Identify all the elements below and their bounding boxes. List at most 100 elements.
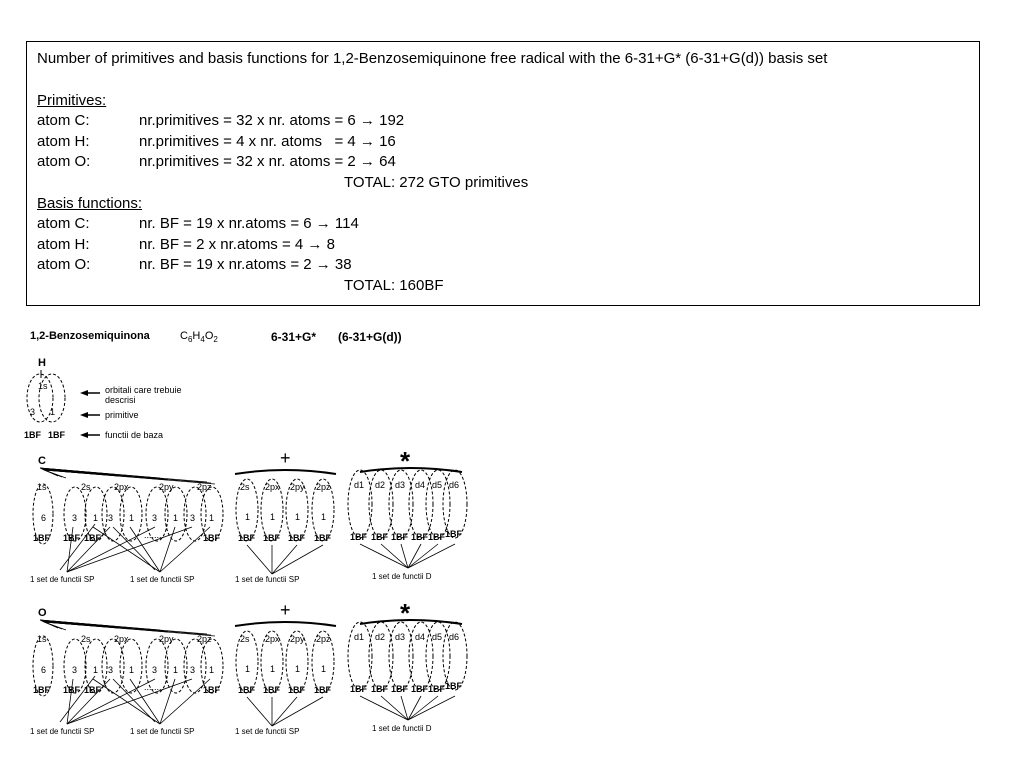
o-1s-ellipse [32,635,54,697]
connector-line [159,678,211,725]
basis-set-label-alt: (6-31+G(d)) [338,330,402,344]
o-core-prim: 1 [209,665,214,675]
h-bf-2: 1BF [48,430,66,440]
o-plus-brace [234,621,337,627]
connector-line [112,526,156,571]
connector-line [271,696,298,727]
c-sp-ellipse-b [164,486,188,542]
o-orbital-2py: 2py [159,634,174,644]
o-sp-ellipse-a [145,638,169,694]
o-core-prim: 3 [190,665,195,675]
o-d-ellipse [347,621,373,691]
o-sp-ellipse-b [84,638,108,694]
o-diffuse-prim: 1 [321,664,326,674]
legend: orbitali care trebuie descrisi primitive… [80,385,182,440]
o-set-sp-1: 1 set de functii SP [30,727,94,736]
connector-line [246,544,273,575]
primitives-heading: Primitives: [37,92,107,109]
o-d-bf: 1BF [350,684,368,694]
o-fan-line [39,619,208,635]
prim-expr-c: nr.primitives = 32 x nr. atoms = 6 → 192 [139,112,405,129]
c-set-d: 1 set de functii D [372,572,432,581]
basis-set-diagram: 1,2-Benzosemiquinona C6H4O2 6-31+G* (6-3… [0,318,1024,768]
connector-line [380,543,409,569]
o-diffuse-ellipse [311,630,335,694]
h-bf-1: 1BF [24,430,42,440]
c-diffuse-bf: 1BF [263,533,281,543]
h-orbital-left-ellipse [26,373,54,423]
c-d-bf: 1BF [411,532,429,542]
c-core-bf: 1BF [203,533,221,543]
o-diffuse-prim: 1 [270,664,275,674]
c-d-orbital-d6: d6 [449,480,459,490]
c-core-prim: 1 [173,513,178,523]
o-star-symbol: * [400,598,411,628]
connector-line [66,526,193,573]
o-atom-block: O1s2s2px2py2pz6313131311BF1BF1BF1BF.....… [30,598,468,736]
basis-set-label: 6-31+G* [271,330,316,344]
c-diffuse-prim: 1 [270,512,275,522]
c-sp-ellipse-a [145,486,169,542]
c-diffuse-bf: 1BF [238,533,256,543]
c-diffuse-orbital-2pz: 2pz [316,482,331,492]
o-orbital-2pz: 2pz [197,634,212,644]
c-d-bf: 1BF [445,529,463,539]
h-orbital-1s: 1s [38,381,48,391]
bf-expr-h: nr. BF = 2 x nr.atoms = 4 → 8 [139,236,335,253]
c-diffuse-bf: 1BF [314,533,332,543]
o-diffuse-set-sp: 1 set de functii SP [235,727,299,736]
o-core-prim: 1 [129,665,134,675]
c-d-bf: 1BF [371,532,389,542]
c-core-prim: 1 [93,513,98,523]
c-d-orbital-d3: d3 [395,480,405,490]
c-orbital-1s: 1s [37,482,47,492]
c-d-ellipse [347,469,373,539]
connector-line [129,526,161,573]
o-d-ellipse [442,621,468,691]
c-sp-ellipse-b [200,486,224,542]
bf-expr-c: nr. BF = 19 x nr.atoms = 6 → 114 [139,215,359,232]
o-d-orbital-d3: d3 [395,632,405,642]
c-d-orbital-d1: d1 [354,480,364,490]
o-d-bf: 1BF [391,684,409,694]
bf-atom-o: atom O: [37,256,91,273]
o-d-orbital-d2: d2 [375,632,385,642]
o-dots: ........ [144,682,164,692]
c-core-bf: 1BF [33,533,51,543]
o-set-d: 1 set de functii D [372,724,432,733]
c-orbital-2py: 2py [159,482,174,492]
c-core-prim: 3 [152,513,157,523]
c-plus-symbol: + [280,448,291,468]
molecule-formula: C6H4O2 [180,330,218,344]
connector-line [271,544,298,575]
o-fan-line [43,621,216,637]
o-diffuse-bf: 1BF [263,685,281,695]
c-fan-line [39,467,208,483]
c-diffuse-orbital-2s: 2s [240,482,250,492]
prim-expr-h: nr.primitives = 4 x nr. atoms = 4 → 16 [139,133,396,150]
o-core-prim: 1 [93,665,98,675]
o-core-prim: 3 [108,665,113,675]
c-diffuse-ellipse [260,478,284,542]
o-sp-ellipse-b [164,638,188,694]
bf-atom-c: atom C: [37,215,90,232]
h-prim-1: 1 [50,407,55,417]
o-diffuse-bf: 1BF [238,685,256,695]
c-diffuse-prim: 1 [245,512,250,522]
o-diffuse-ellipse [285,630,309,694]
c-orbital-2px: 2px [114,482,129,492]
c-core-prim: 6 [41,513,46,523]
prim-expr-o: nr.primitives = 32 x nr. atoms = 2 → 64 [139,153,396,170]
o-core-prim: 6 [41,665,46,675]
prim-atom-c: atom C: [37,112,90,129]
c-diffuse-set-sp: 1 set de functii SP [235,575,299,584]
c-d-ellipse [368,469,394,539]
o-diffuse-orbital-2s: 2s [240,634,250,644]
legend-primitives: primitive [105,410,139,420]
c-diffuse-ellipse [285,478,309,542]
connector-line [380,695,409,721]
c-core-prim: 1 [129,513,134,523]
o-diffuse-ellipse [235,630,259,694]
connector-line [359,543,409,569]
connector-line [66,526,156,573]
